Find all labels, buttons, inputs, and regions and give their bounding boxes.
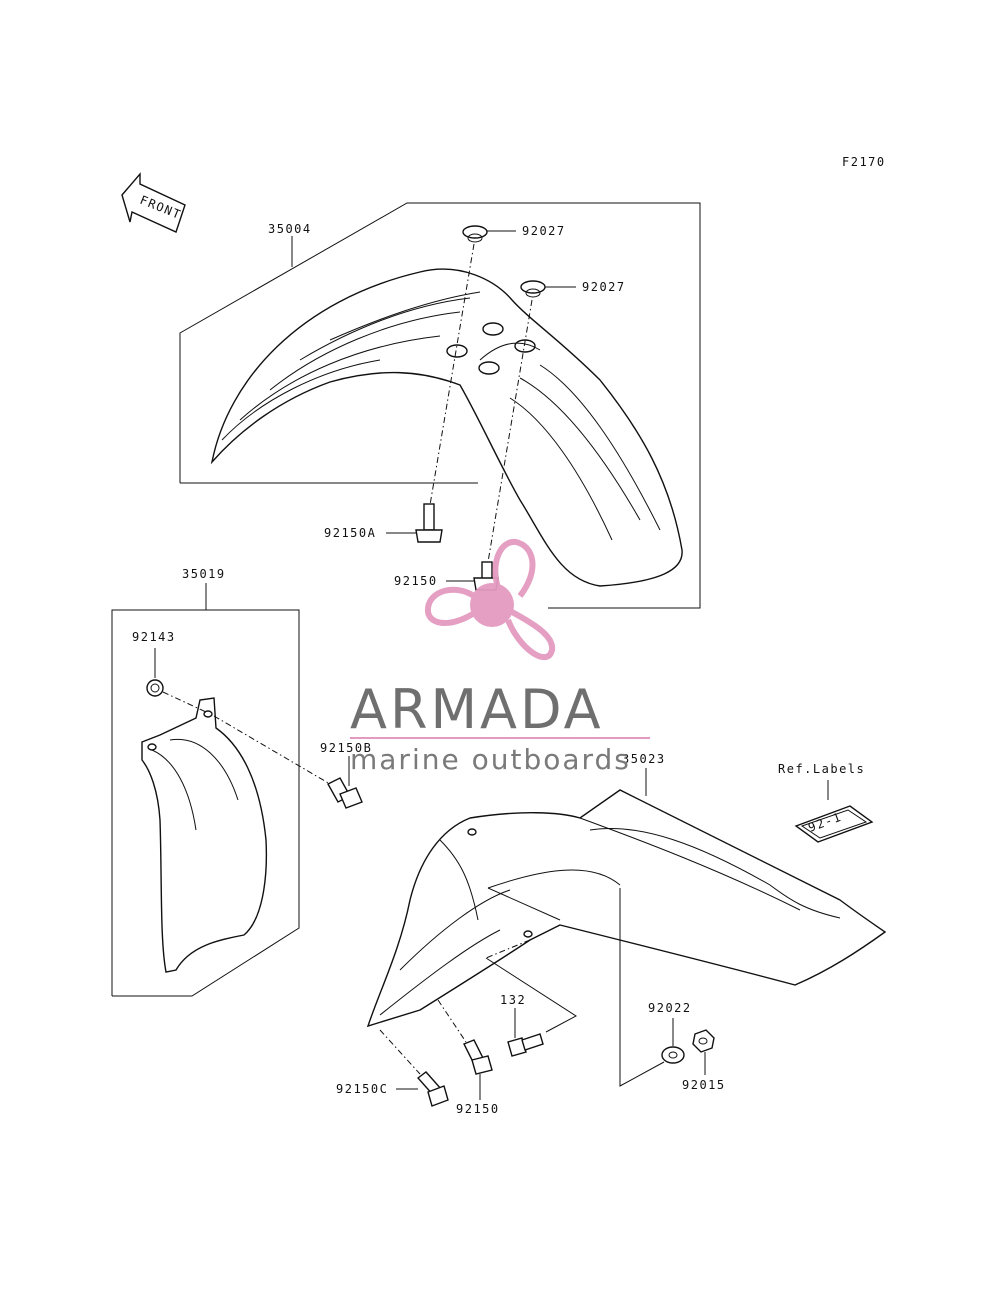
label-92027-a: 92027 — [522, 224, 566, 238]
watermark-name: ARMADA — [350, 678, 604, 741]
rear-fender-35023 — [366, 789, 887, 1028]
washer-92027-b — [520, 280, 546, 298]
label-92150-top: 92150 — [394, 574, 438, 588]
ref-labels-title: Ref.Labels — [778, 762, 865, 776]
label-92150-bottom: 92150 — [456, 1102, 500, 1116]
bolt-92150B — [327, 777, 363, 809]
front-fender-35004 — [210, 268, 683, 587]
label-92015: 92015 — [682, 1078, 726, 1092]
bolt-92150A — [415, 503, 443, 543]
label-35019: 35019 — [182, 567, 226, 581]
label-92022: 92022 — [648, 1001, 692, 1015]
armada-watermark: ARMADA marine outboards — [350, 538, 650, 776]
label-132: 132 — [500, 993, 526, 1007]
warning-label-icon: 92-1 — [794, 805, 874, 843]
label-92143: 92143 — [132, 630, 176, 644]
label-35004: 35004 — [268, 222, 312, 236]
washer-92027-a — [462, 225, 488, 243]
propeller-logo-icon — [424, 538, 556, 661]
bolt-132 — [507, 1033, 544, 1057]
label-92150C: 92150C — [336, 1082, 388, 1096]
figure-code: F2170 — [842, 155, 886, 169]
label-92150A: 92150A — [324, 526, 376, 540]
bolt-92150C — [416, 1071, 449, 1107]
front-arrow-icon: FRONT — [121, 172, 186, 233]
rear-fender-group: 35023 132 92022 92015 92150C — [336, 752, 887, 1116]
label-92027-b: 92027 — [582, 280, 626, 294]
label-35023: 35023 — [622, 752, 666, 766]
bolt-92150-bottom — [463, 1039, 493, 1075]
mud-guard-35019 — [141, 697, 268, 973]
mud-guard-group: 35019 92143 92150B — [111, 567, 372, 997]
washer-92022 — [661, 1046, 685, 1064]
ref-labels: Ref.Labels 92-1 — [778, 762, 874, 843]
front-fender-group: 92027 92027 92150A 92150 35004 — [179, 202, 701, 609]
grommet-92143 — [146, 679, 164, 697]
nut-92015 — [692, 1029, 715, 1053]
watermark-tagline: marine outboards — [350, 743, 631, 776]
label-92150B: 92150B — [320, 741, 372, 755]
